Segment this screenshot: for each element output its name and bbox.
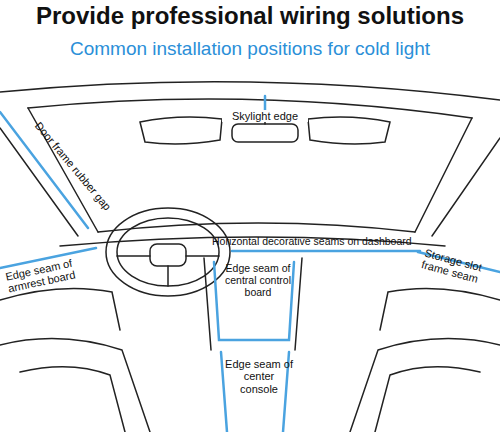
dashboard-light-line xyxy=(232,250,420,253)
right-seat xyxy=(350,339,500,432)
position-label: Edge seam of central control board xyxy=(222,263,294,298)
center-stack-left xyxy=(204,258,211,350)
left-seat xyxy=(0,339,150,432)
position-label: Skylight edge xyxy=(222,110,308,122)
roof-line xyxy=(0,82,500,100)
steering-hub xyxy=(150,244,186,266)
skylight-light-line xyxy=(264,96,267,111)
page-title: Provide professional wiring solutions xyxy=(0,3,500,30)
control-board-light-line xyxy=(214,262,294,340)
left-sun-visor xyxy=(140,117,222,144)
subtitle: Common installation positions for cold l… xyxy=(0,38,500,59)
left-seat-inner xyxy=(20,367,125,432)
steering-wheel-outer xyxy=(106,208,230,296)
right-sun-visor xyxy=(308,117,390,144)
cold-light-lines xyxy=(0,96,500,432)
center-stack-right xyxy=(295,258,302,350)
right-seat-inner xyxy=(375,367,480,432)
position-label: Horizontal decorative seams on dashboard xyxy=(212,236,427,248)
right-door-line xyxy=(432,138,500,236)
right-a-pillar xyxy=(415,118,472,232)
position-label: Storage slot frame seam xyxy=(420,247,500,290)
steering-wheel-inner xyxy=(117,218,219,286)
left-door-line xyxy=(0,128,78,236)
rearview-mirror xyxy=(232,124,298,142)
right-door-panel xyxy=(380,288,500,330)
left-door-panel xyxy=(0,288,120,330)
dashboard-top xyxy=(98,223,415,232)
position-label: Edge seam of center console xyxy=(224,358,294,395)
interior-outline xyxy=(0,82,500,432)
